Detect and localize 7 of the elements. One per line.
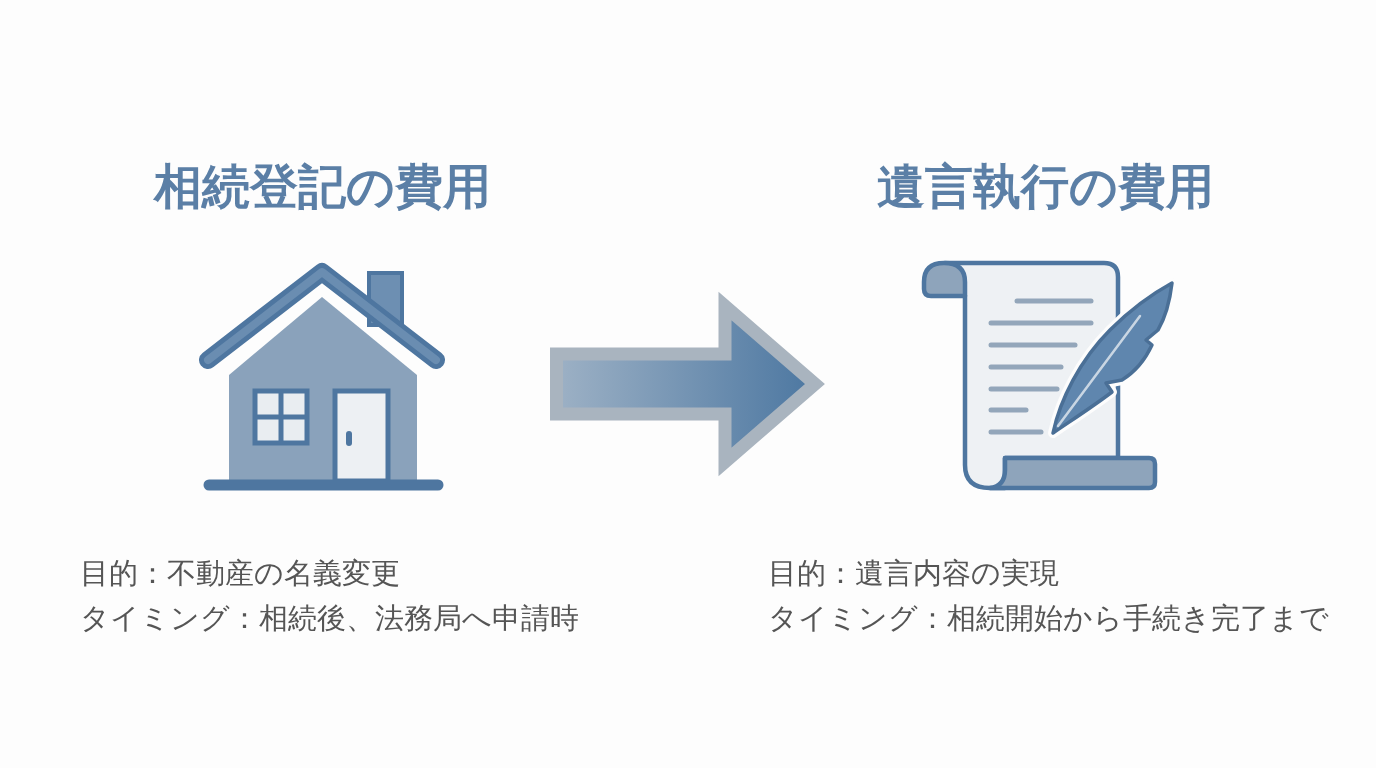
block-arrow <box>550 291 825 477</box>
description-text: タイミング：相続開始から手続き完了まで <box>768 600 1329 637</box>
description-text: タイミング：相続後、法務局へ申請時 <box>80 600 579 637</box>
description-text: 目的：遺言内容の実現 <box>768 555 1059 592</box>
description-text: 目的：不動産の名義変更 <box>80 555 400 592</box>
heading: 相続登記の費用 <box>152 158 492 214</box>
heading: 遺言執行の費用 <box>875 158 1215 214</box>
